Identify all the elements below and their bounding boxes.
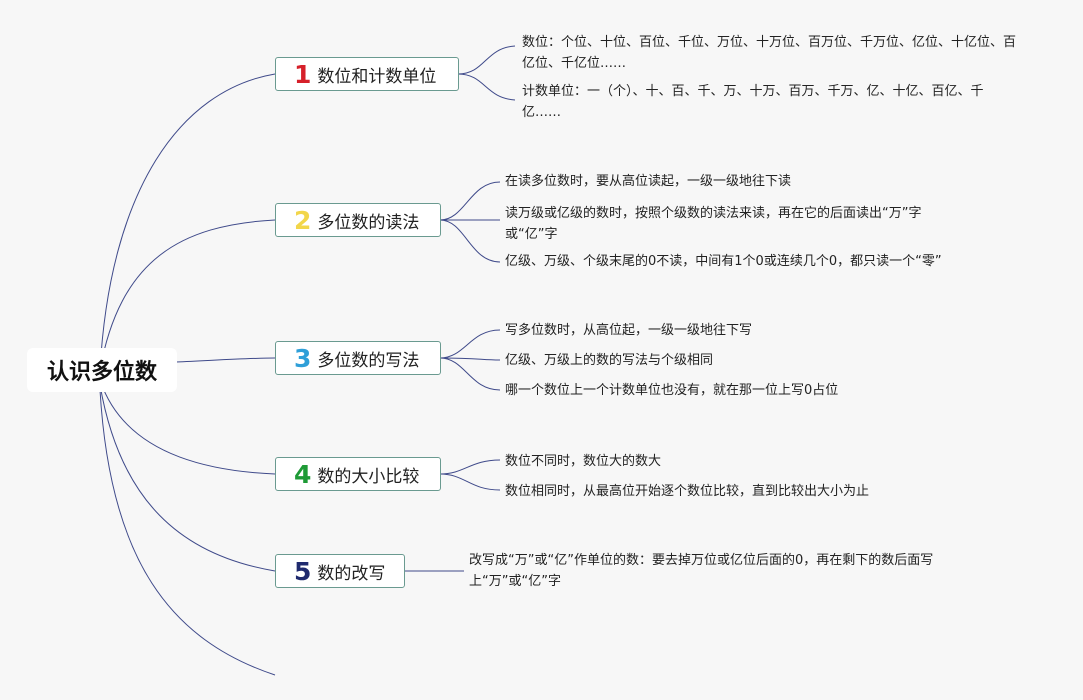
connector-b3-a (439, 329, 501, 359)
branch-label-3: 多位数的写法 (317, 350, 420, 371)
branch-node-1[interactable]: 1 数位和计数单位 (275, 57, 459, 91)
branch-number-2: 2 (294, 205, 312, 235)
branch-number-1: 1 (294, 59, 312, 89)
leaf-2-3[interactable]: 亿级、万级、个级末尾的0不读，中间有1个0或连续几个0，都只读一个“零” (505, 254, 942, 269)
connector-b2-a (439, 181, 501, 221)
connector-root-1 (99, 73, 276, 371)
leaf-1-1[interactable]: 数位：个位、十位、百位、千位、万位、十万位、百万位、千万位、亿位、十亿位、百亿位… (522, 35, 1017, 71)
leaf-3-2[interactable]: 亿级、万级上的数的写法与个级相同 (505, 353, 714, 368)
leaf-5-1[interactable]: 改写成“万”或“亿”作单位的数：要去掉万位或亿位后面的0，再在剩下的数后面写上“… (469, 553, 934, 589)
connector-b4-b (439, 473, 501, 491)
root-label: 认识多位数 (46, 360, 157, 385)
branch-node-3[interactable]: 3 多位数的写法 (275, 341, 441, 375)
leaf-3-3[interactable]: 哪一个数位上一个计数单位也没有，就在那一位上写0占位 (505, 383, 839, 398)
branch-node-2[interactable]: 2 多位数的读法 (275, 203, 441, 237)
branch-label-2: 多位数的读法 (317, 212, 420, 233)
connector-b4-a (439, 459, 501, 475)
connector-b3-c (439, 357, 501, 391)
leaf-4-1[interactable]: 数位不同时，数位大的数大 (505, 454, 662, 469)
leaf-3-1[interactable]: 写多位数时，从高位起，一级一级地往下写 (505, 323, 753, 338)
branch-label-1: 数位和计数单位 (317, 66, 437, 87)
branch-number-5: 5 (294, 556, 312, 586)
branch-number-3: 3 (294, 343, 312, 373)
connector-root-2 (99, 219, 276, 371)
leaf-2-1[interactable]: 在读多位数时，要从高位读起，一级一级地往下读 (505, 174, 792, 189)
connector-b1-a (457, 45, 516, 75)
connector-root-6 (99, 389, 276, 676)
connector-b2-c (439, 219, 501, 263)
connector-root-5 (99, 384, 276, 572)
root-node[interactable]: 认识多位数 (27, 348, 177, 392)
leaf-2-2[interactable]: 读万级或亿级的数时，按照个级数的读法来读，再在它的后面读出“万”字或“亿”字 (505, 206, 922, 242)
branch-number-4: 4 (294, 459, 312, 489)
connector-b3-b (439, 357, 501, 361)
branch-label-4: 数的大小比较 (317, 466, 420, 487)
leaf-1-2[interactable]: 计数单位：一（个）、十、百、千、万、十万、百万、千万、亿、十亿、百亿、千亿…… (522, 84, 984, 120)
branch-node-5[interactable]: 5 数的改写 (275, 554, 405, 588)
branch-node-4[interactable]: 4 数的大小比较 (275, 457, 441, 491)
connector-b1-b (457, 73, 516, 101)
connector-root-4 (99, 379, 276, 475)
leaf-4-2[interactable]: 数位相同时，从最高位开始逐个数位比较，直到比较出大小为止 (505, 484, 870, 499)
connector-root-3 (175, 357, 276, 363)
branch-label-5: 数的改写 (317, 563, 386, 584)
